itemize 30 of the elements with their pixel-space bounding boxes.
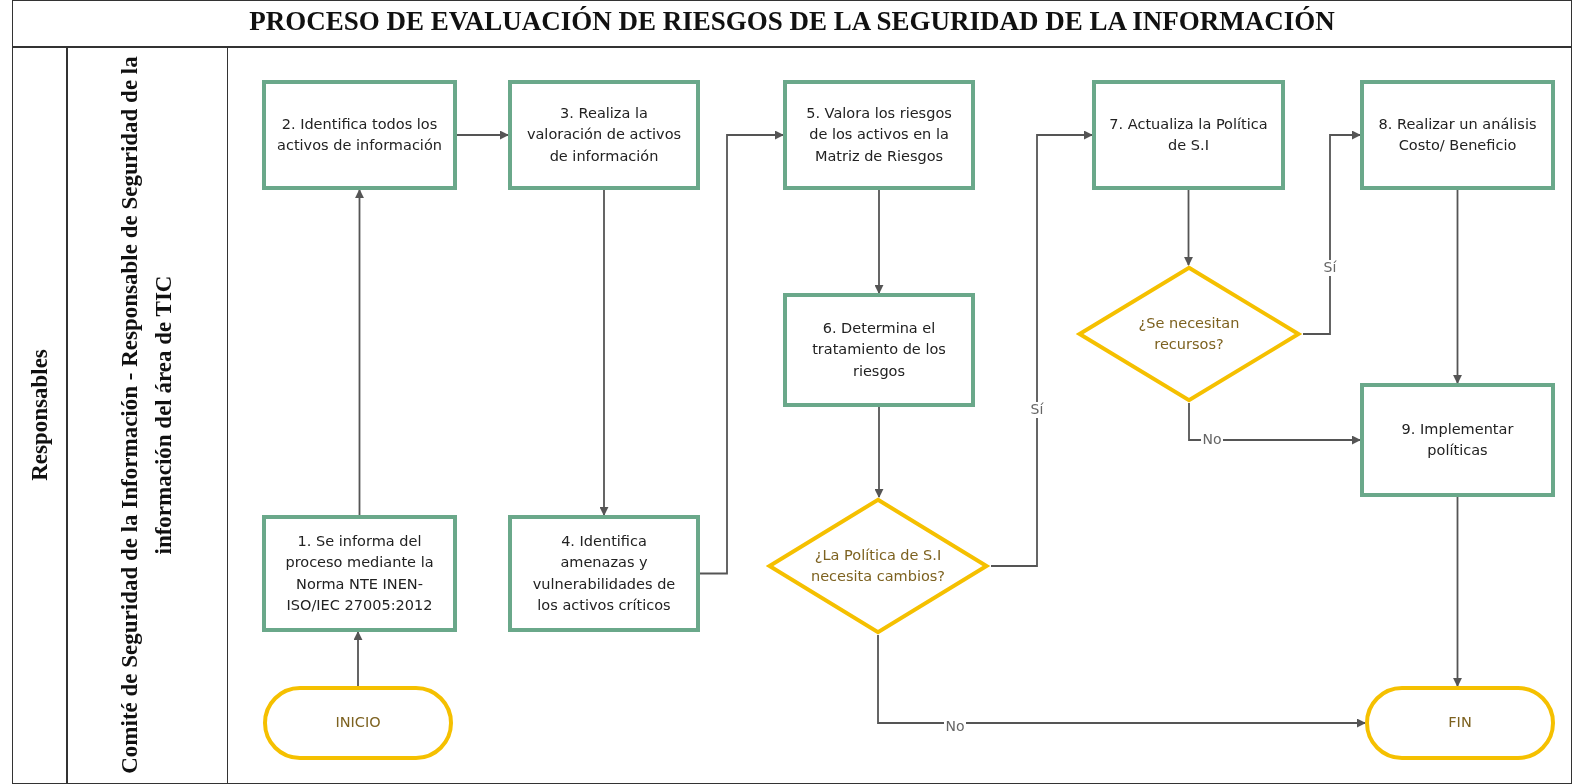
- arrow: [877, 634, 1366, 728]
- process-box: 8. Realizar un análisis Costo/ Beneficio: [1360, 80, 1555, 190]
- lane-header: Responsables: [25, 348, 53, 483]
- arrow: [990, 130, 1093, 567]
- lane-header: Comité de Seguridad de la Información - Responsable de Seguridad de la información del área de TIC: [115, 55, 177, 776]
- arrow: [353, 631, 363, 687]
- arrow: [355, 189, 364, 516]
- process-box: 3. Realiza la valoración de activos de información: [508, 80, 700, 190]
- process-box: 6. Determina el tratamiento de los riesgos: [783, 293, 975, 407]
- arrow: [874, 406, 884, 498]
- arrow: [599, 189, 609, 516]
- decision-diamond: ¿Se necesitan recursos?: [1075, 265, 1303, 403]
- arrow: [1453, 496, 1462, 687]
- arrow: [699, 130, 784, 575]
- arrow: [1188, 402, 1361, 445]
- process-box: 9. Implementar políticas: [1360, 383, 1555, 497]
- arrow: [1302, 130, 1361, 335]
- arrow: [1184, 189, 1193, 266]
- process-box: 2. Identifica todos los activos de información: [262, 80, 457, 190]
- arrow: [1453, 189, 1462, 384]
- arrow: [456, 130, 509, 140]
- arrow: [874, 189, 884, 294]
- decision-diamond: ¿La Política de S.I necesita cambios?: [765, 497, 991, 635]
- process-box: 4. Identifica amenazas y vulnerabilidades de los activos críticos: [508, 515, 700, 632]
- process-box: 5. Valora los riesgos de los activos en la Matriz de Riesgos: [783, 80, 975, 190]
- process-box: 7. Actualiza la Política de S.I: [1092, 80, 1285, 190]
- edge-label: Sí: [1029, 402, 1045, 418]
- process-box: 1. Se informa del proceso mediante la Norma NTE INEN-ISO/IEC 27005:2012: [262, 515, 457, 632]
- edge-label: Sí: [1322, 260, 1338, 276]
- diagram-title: PROCESO DE EVALUACIÓN DE RIESGOS DE LA SEGURIDAD DE LA INFORMACIÓN: [248, 6, 1336, 37]
